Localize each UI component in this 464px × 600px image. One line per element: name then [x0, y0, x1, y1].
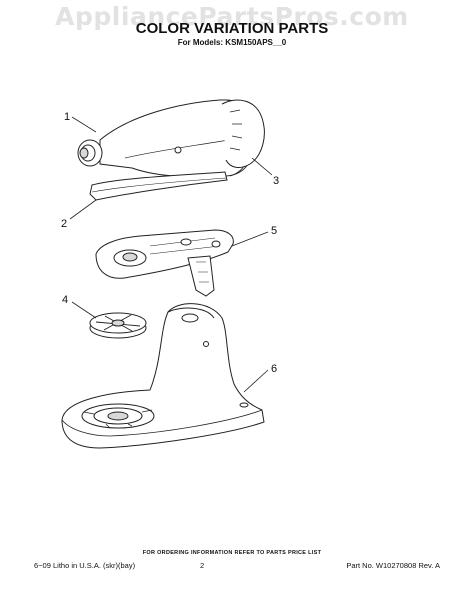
part-6-pedestal-base[interactable]	[61, 303, 265, 449]
callout-4: 4	[62, 294, 68, 306]
page-subtitle: For Models: KSM150APS__0	[177, 38, 287, 47]
part-3-rear-cover[interactable]	[221, 99, 265, 168]
leader-lines	[69, 116, 273, 393]
callout-1: 1	[64, 111, 70, 123]
footer-page-number: 2	[200, 561, 205, 570]
page-title: COLOR VARIATION PARTS	[135, 20, 329, 37]
footer-part-number: Part No. W10270808 Rev. A	[346, 561, 440, 570]
part-5-plate[interactable]	[95, 229, 234, 297]
watermark: AppliancePartsPros.com	[55, 2, 409, 31]
part-2-trim-band[interactable]	[89, 171, 228, 201]
callout-5: 5	[271, 225, 277, 237]
ordering-note: FOR ORDERING INFORMATION REFER TO PARTS …	[142, 550, 322, 556]
footer-litho: 6−09 Litho in U.S.A. (skr)(bay)	[34, 561, 136, 570]
part-4-clamp-disc[interactable]	[89, 312, 147, 339]
callout-2: 2	[61, 218, 67, 230]
callout-6: 6	[271, 363, 277, 375]
callout-3: 3	[273, 175, 279, 187]
